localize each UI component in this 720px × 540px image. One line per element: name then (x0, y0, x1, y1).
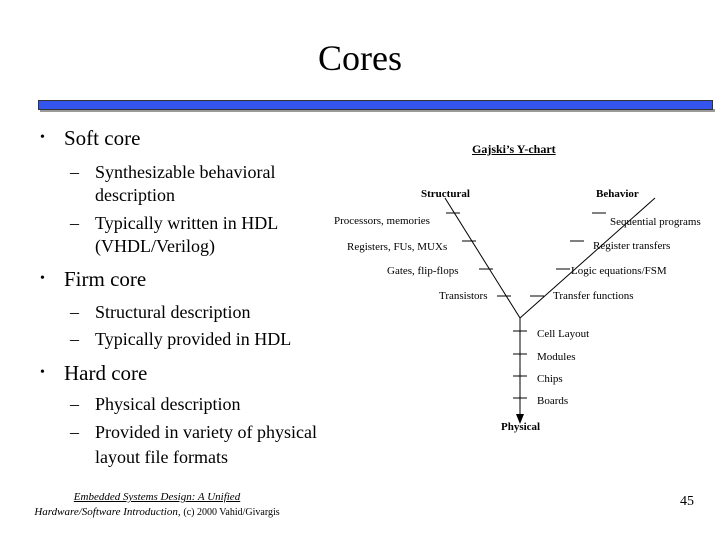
physical-level-label: Cell Layout (537, 328, 590, 340)
structural-level-label: Gates, flip-flops (387, 265, 459, 277)
sub-bullet-text: Provided in variety of physical (95, 422, 317, 442)
sub-bullet: – Physical description (70, 392, 241, 417)
bullet-soft-core-label: Soft core (64, 126, 141, 150)
sub-bullet: – Typically provided in HDL (70, 327, 292, 352)
sub-bullet-text: Structural description (95, 302, 251, 322)
title-rule-shadow (40, 109, 715, 112)
dash-icon: – (70, 302, 79, 322)
sub-bullet: – Synthesizable behavioral (70, 160, 276, 185)
behavior-axis-label: Behavior (596, 188, 639, 200)
bullet-dot-icon: • (40, 130, 45, 145)
structural-level-label: Registers, FUs, MUXs (347, 241, 448, 253)
bullet-dot-icon: • (40, 365, 45, 380)
behavior-level-label: Logic equations/FSM (571, 265, 667, 277)
footer-copyright: (c) 2000 Vahid/Givargis (183, 507, 280, 518)
physical-level-label: Modules (537, 351, 576, 363)
sub-bullet-text: Typically written in HDL (95, 213, 279, 233)
arrow-down-icon (516, 414, 524, 424)
dash-icon: – (70, 162, 79, 182)
sub-bullet-text: Typically provided in HDL (95, 329, 292, 349)
sub-bullet-continued: (VHDL/Verilog) (95, 236, 215, 256)
structural-level-label: Processors, memories (334, 215, 430, 227)
structural-axis-label: Structural (421, 188, 470, 200)
behavior-level-label: Sequential programs (610, 216, 701, 228)
dash-icon: – (70, 394, 79, 414)
sub-bullet: – Structural description (70, 300, 251, 325)
behavior-axis (519, 197, 656, 319)
bullet-hard-core-label: Hard core (64, 361, 148, 385)
dash-icon: – (70, 422, 79, 442)
bullet-firm-core-label: Firm core (64, 267, 147, 291)
physical-level-label: Boards (537, 395, 569, 407)
slide-title: Cores (318, 38, 402, 78)
physical-axis-label: Physical (501, 421, 541, 433)
dash-icon: – (70, 213, 79, 233)
behavior-level-label: Register transfers (593, 240, 671, 252)
y-chart-title: Gajski’s Y-chart (472, 142, 556, 156)
structural-axis (444, 197, 521, 319)
footer-citation: Embedded Systems Design: A Unified Hardw… (22, 490, 292, 520)
dash-icon: – (70, 329, 79, 349)
behavior-level-label: Transfer functions (553, 290, 634, 302)
sub-bullet-continued: layout file formats (95, 447, 228, 467)
title-rule (38, 100, 713, 110)
physical-level-label: Chips (537, 373, 563, 385)
sub-bullet-text: Synthesizable behavioral (95, 162, 276, 182)
footer-line-1: Embedded Systems Design: A Unified (73, 491, 241, 503)
bullet-firm-core: • Firm core (40, 266, 147, 292)
sub-bullet-continued: description (95, 185, 175, 205)
footer-line-2: Hardware/Software Introduction, (c) 2000… (22, 505, 292, 520)
sub-bullet-text: Physical description (95, 394, 241, 414)
structural-level-label: Transistors (439, 290, 488, 302)
footer-line-2-text: Hardware/Software Introduction, (34, 506, 181, 518)
page-number: 45 (680, 494, 694, 509)
sub-bullet: – Typically written in HDL (70, 211, 279, 236)
sub-bullet: – Provided in variety of physical (70, 420, 317, 445)
bullet-hard-core: • Hard core (40, 360, 148, 386)
bullet-dot-icon: • (40, 271, 45, 286)
bullet-soft-core: • Soft core (40, 125, 141, 151)
